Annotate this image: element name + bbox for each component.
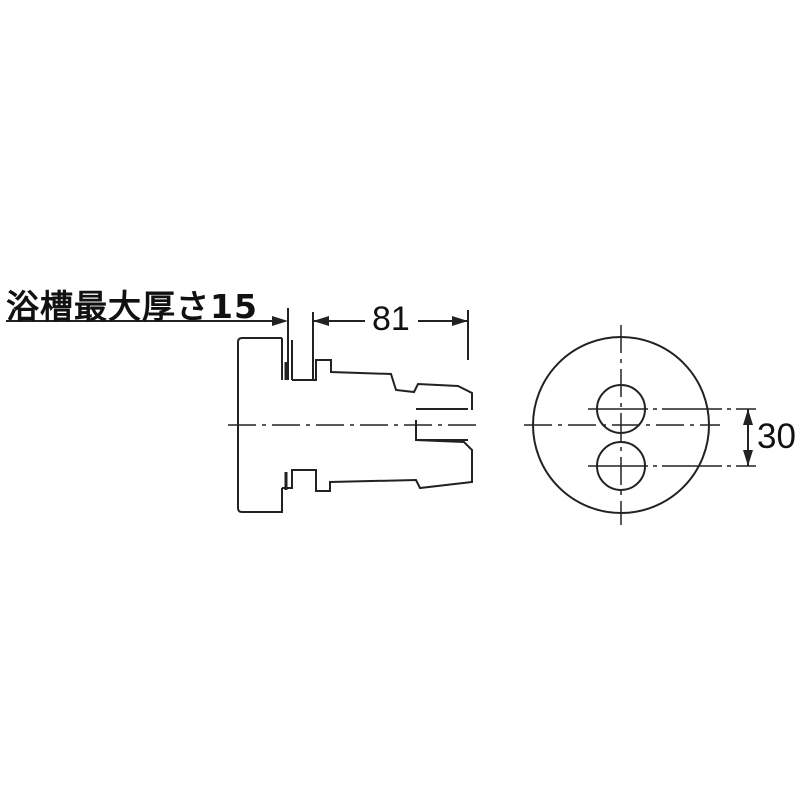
max-bathtub-thickness-label: 浴槽最大厚さ15 bbox=[6, 287, 258, 326]
flange-outline bbox=[237, 337, 283, 513]
body-upper-outline bbox=[291, 340, 473, 410]
body-lower-outline bbox=[282, 420, 473, 492]
length-dimension-label: 81 bbox=[372, 300, 410, 338]
hole-spacing-dimension-label: 30 bbox=[757, 417, 796, 456]
